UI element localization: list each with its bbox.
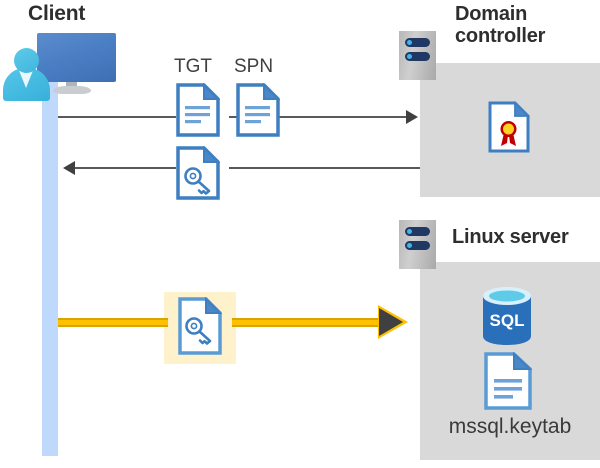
client-person-collar-icon <box>18 68 34 88</box>
server-bay-icon <box>405 241 430 250</box>
server-bay-icon <box>405 227 430 236</box>
client-person-head-icon <box>14 48 39 73</box>
linux-server-title: Linux server <box>452 226 569 248</box>
client-title: Client <box>28 2 86 25</box>
domain-controller-title-line1: Domain <box>455 3 528 25</box>
server-bay-icon <box>405 52 430 61</box>
client-monitor-base-icon <box>53 86 91 94</box>
message-2-line-left <box>75 167 176 169</box>
service-ticket-key-document-icon <box>178 297 222 355</box>
message-1-arrowhead <box>406 110 418 124</box>
server-led-icon <box>407 40 412 45</box>
tgt-label: TGT <box>174 56 212 77</box>
linux-server-server-icon <box>399 220 436 269</box>
server-led-icon <box>407 54 412 59</box>
message-3-line-right <box>232 318 384 327</box>
message-1-line-left <box>58 116 176 118</box>
message-1-line-right <box>229 116 407 118</box>
keytab-document-icon <box>484 352 532 410</box>
domain-controller-server-icon <box>399 31 436 80</box>
client-monitor-icon <box>37 33 116 82</box>
spn-document-icon <box>236 83 280 137</box>
certificate-document-icon <box>488 101 530 153</box>
server-bay-icon <box>405 38 430 47</box>
message-2-line-right <box>229 167 420 169</box>
domain-controller-title: Domain controller <box>455 3 595 48</box>
message-3-line-left <box>58 318 168 327</box>
message-2-arrowhead <box>63 161 75 175</box>
server-led-icon <box>407 243 412 248</box>
domain-controller-title-line2: controller <box>455 25 546 48</box>
tgt-document-icon <box>176 83 220 137</box>
ticket-key-document-icon <box>176 146 220 200</box>
sql-database-icon: SQL <box>479 285 535 347</box>
message-3-arrowhead <box>379 308 403 336</box>
client-lifeline <box>42 78 58 456</box>
keytab-filename-label: mssql.keytab <box>448 415 572 438</box>
svg-text:SQL: SQL <box>490 311 525 330</box>
server-led-icon <box>407 229 412 234</box>
spn-label: SPN <box>234 56 274 77</box>
